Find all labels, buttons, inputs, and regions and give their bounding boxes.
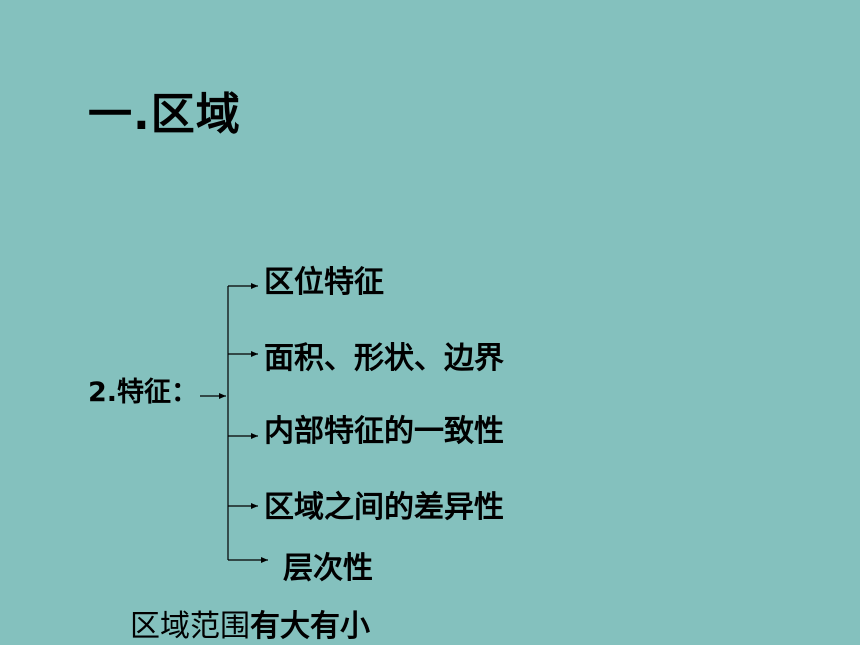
branch-item-regional-difference: 区域之间的差异性 xyxy=(264,490,504,525)
branch-item-area-shape-boundary: 面积、形状、边界 xyxy=(264,341,504,376)
slide-title: 一.区域 xyxy=(88,89,241,140)
feature-label: 2.特征： xyxy=(88,377,199,408)
note-text-part2: 有大有小 xyxy=(250,609,370,644)
branch-item-location: 区位特征 xyxy=(264,265,384,300)
branch-item-hierarchy: 层次性 xyxy=(283,551,373,586)
note-text-part1: 区域范围 xyxy=(130,609,250,644)
branch-item-internal-consistency: 内部特征的一致性 xyxy=(264,414,504,449)
note-text: 区域范围有大有小 xyxy=(130,601,370,645)
